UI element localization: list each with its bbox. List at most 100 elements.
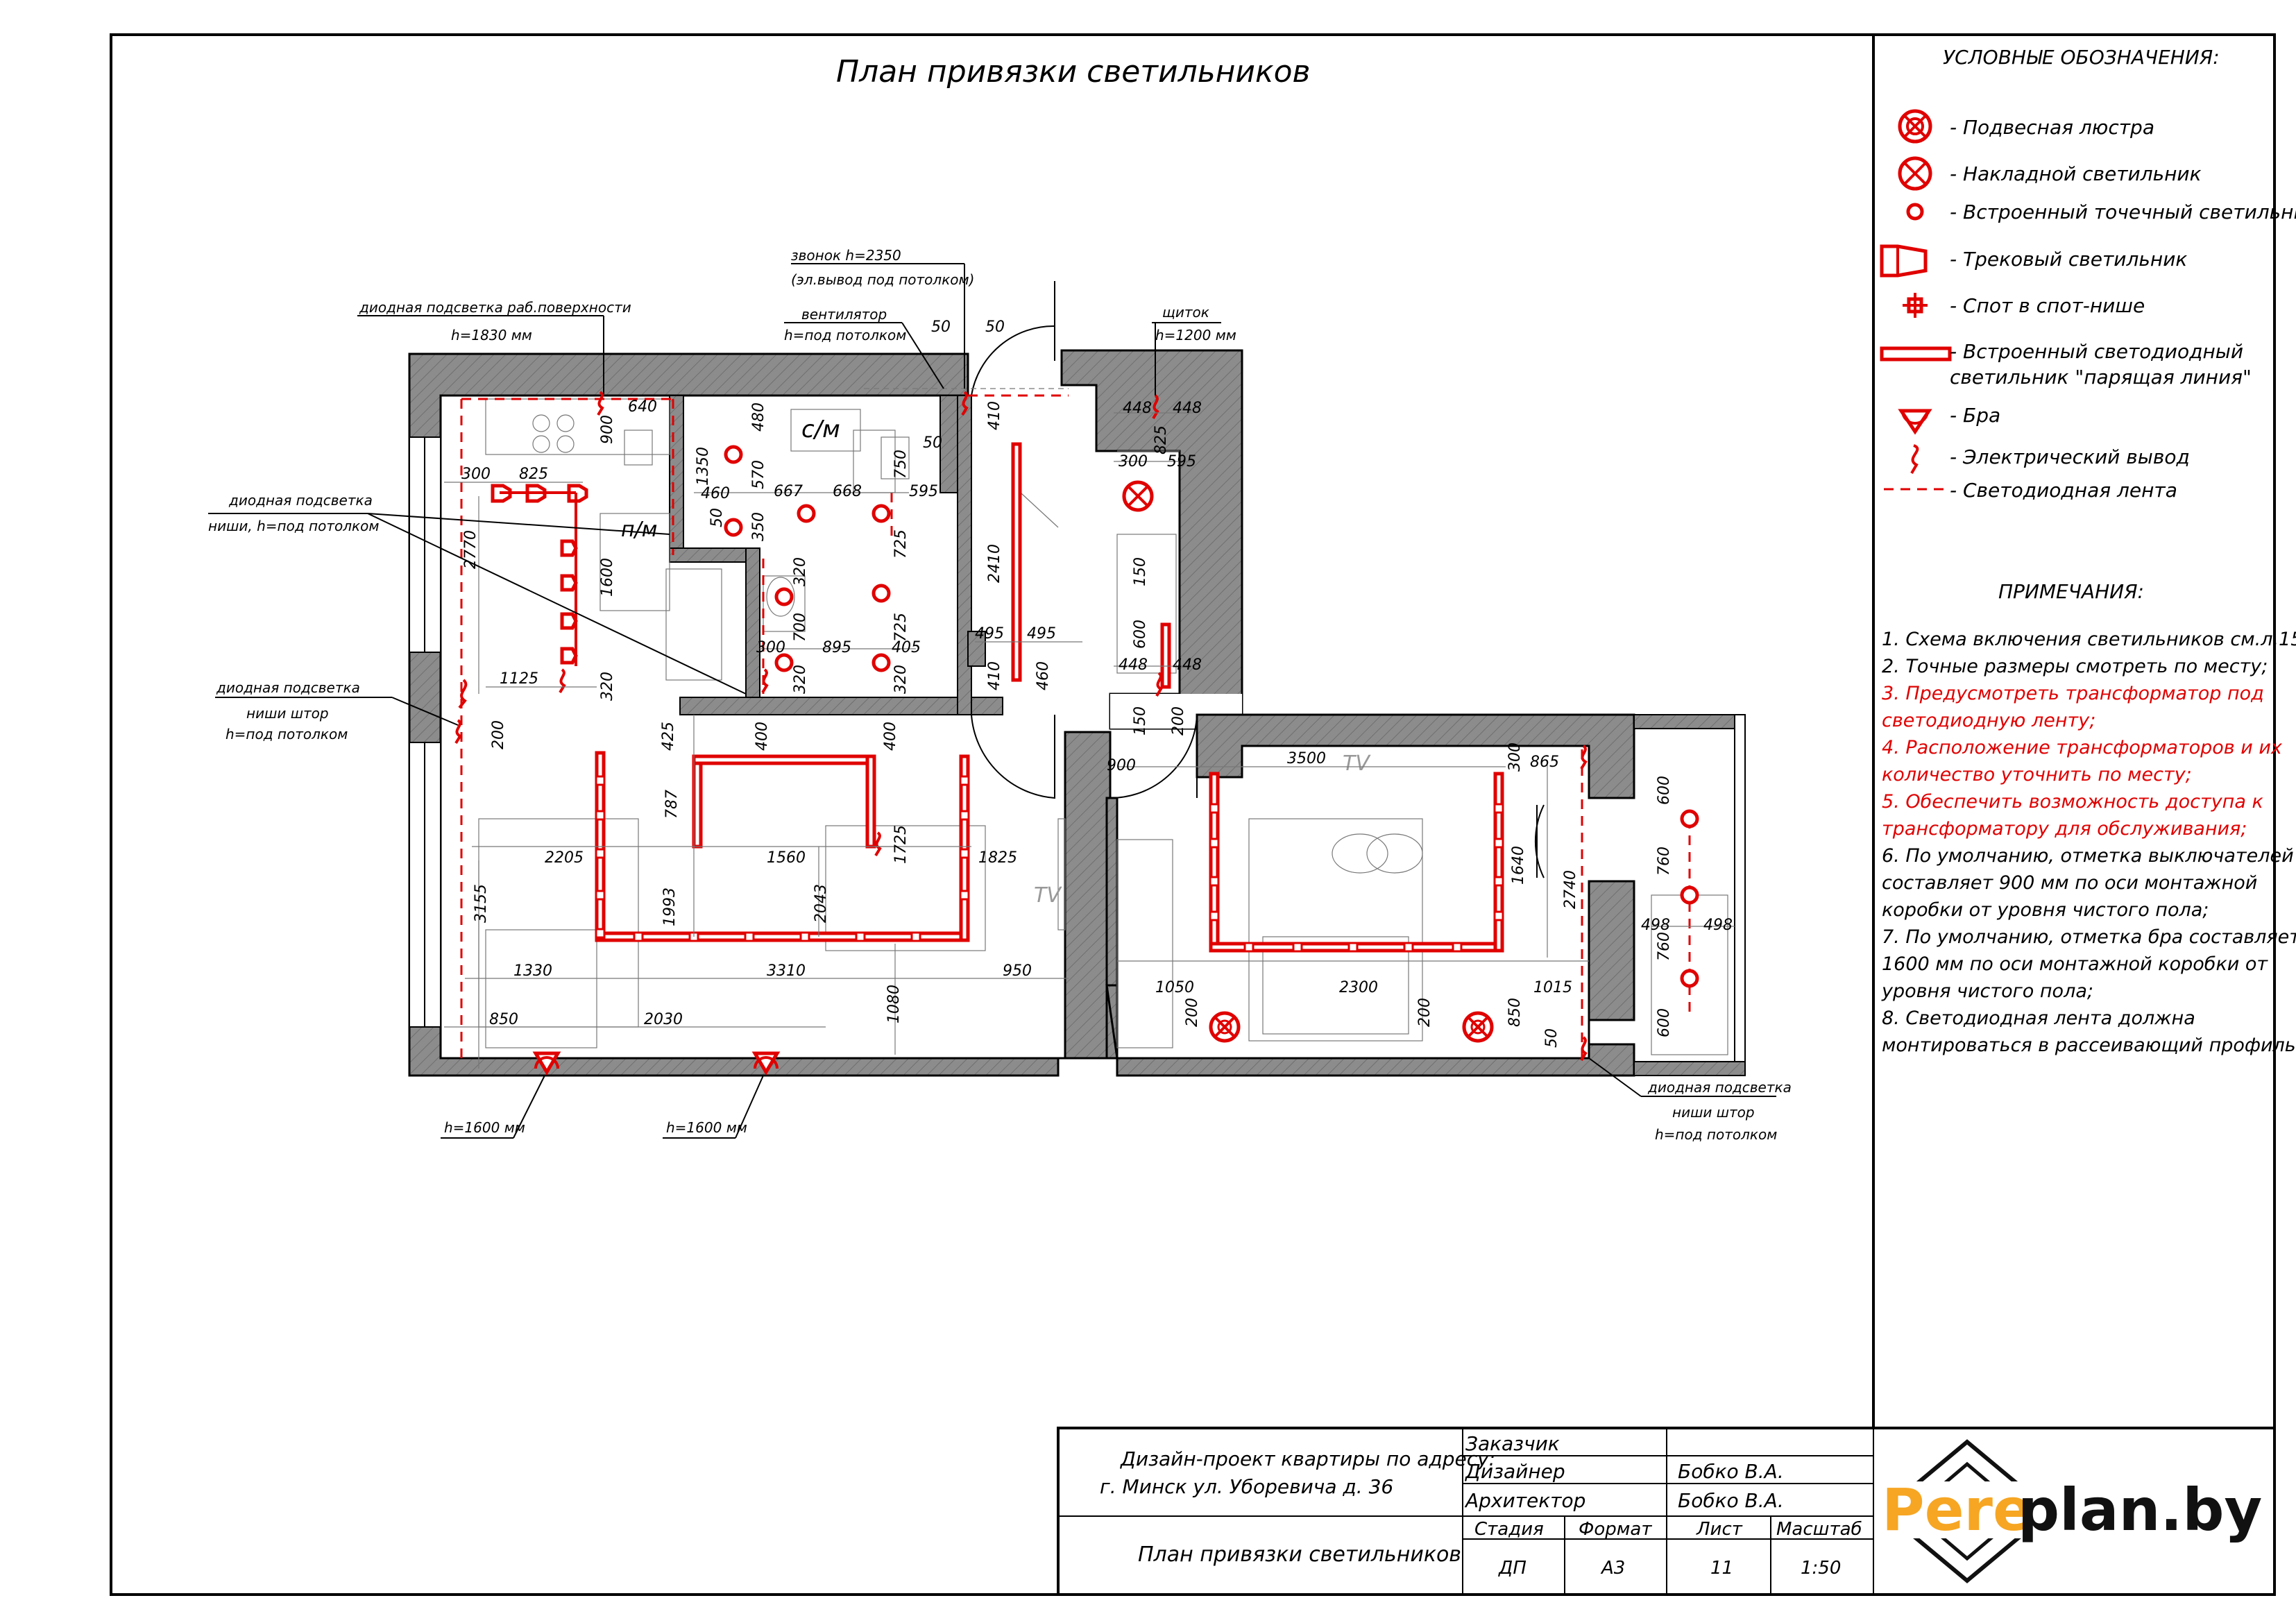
track-light-icon: [1880, 244, 1928, 278]
sheet-title: План привязки светильников: [1138, 1543, 1461, 1567]
dim-570: 570: [750, 460, 767, 489]
dim-2740: 2740: [1562, 870, 1579, 909]
callout-bell-1: звонок h=2350: [791, 247, 901, 264]
dim-300-b: 300: [756, 639, 785, 656]
sconces: [532, 1051, 781, 1076]
scale-label: Масштаб: [1776, 1519, 1862, 1540]
niche-spot-icon: [633, 931, 644, 942]
niche-spot-icon: [1493, 838, 1504, 849]
dim-3155: 3155: [473, 884, 490, 923]
note-line: светодиодную ленту;: [1882, 710, 2095, 731]
niche-spot-icon: [595, 848, 606, 859]
legend-item-4: - Спот в спот-нише: [1950, 294, 2145, 317]
legend-item-7: - Бра: [1950, 404, 2000, 427]
bedroom-surface-light-right: [1462, 1011, 1494, 1043]
callout-work-surface-2: h=1830 мм: [451, 327, 532, 343]
dim-600-b: 600: [1656, 776, 1673, 805]
dim-200-a: 200: [490, 720, 507, 749]
note-line: 5. Обеспечить возможность доступа к: [1882, 791, 2263, 813]
dim-950: 950: [1003, 962, 1032, 980]
dim-50-a: 50: [708, 508, 726, 527]
callout-curtain-2: ниши штор: [246, 705, 329, 722]
callout-curtain-b2: ниши штор: [1672, 1104, 1755, 1121]
dim-595-a: 595: [909, 483, 938, 500]
niche-spot-icon: [799, 931, 810, 942]
note-line: монтироваться в рассеивающий профиль.: [1882, 1035, 2296, 1056]
niche-spots: [595, 775, 1504, 953]
niche-spot-icon: [595, 890, 606, 901]
pendant-chandelier-icon: [1898, 109, 1932, 144]
dim-760-b: 760: [1656, 932, 1673, 961]
electrical-outlets: [454, 391, 1588, 1062]
niche-spot-icon: [1903, 293, 1928, 318]
furniture: [478, 388, 1728, 1055]
callout-panel-2: h=1200 мм: [1155, 327, 1236, 343]
dim-760-a: 760: [1656, 847, 1673, 876]
callout-curtain-b1: диодная подсветка: [1647, 1079, 1792, 1096]
niche-spot-icon: [1493, 803, 1504, 814]
niche-spot-icon: [1493, 876, 1504, 887]
dim-1825: 1825: [978, 849, 1017, 867]
niche-spot-icon: [744, 931, 755, 942]
callouts: диодная подсветка раб.поверхности h=1830…: [208, 247, 1792, 1143]
dim-750: 750: [892, 450, 910, 479]
dim-300-d: 300: [1506, 742, 1524, 772]
recessed-spot-icon: [1906, 203, 1924, 221]
niche-spot-icon: [1209, 910, 1220, 921]
logo-text-plan: plan.by: [2018, 1476, 2262, 1544]
room-label-wc: с/м: [801, 416, 840, 443]
dim-320-a: 320: [599, 672, 616, 701]
note-line: 2. Точные размеры смотреть по месту;: [1882, 656, 2268, 677]
dimension-lines: [444, 412, 1735, 1069]
scale-value: 1:50: [1801, 1558, 1841, 1579]
dim-1050: 1050: [1155, 979, 1194, 996]
niche-spot-icon: [1403, 942, 1414, 953]
note-line: количество уточнить по месту;: [1882, 764, 2192, 785]
niche-spot-icon: [959, 810, 970, 821]
dim-725-a: 725: [892, 529, 910, 559]
stage-value: ДП: [1498, 1558, 1527, 1579]
designer-label: Дизайнер: [1464, 1460, 1565, 1483]
dim-1993: 1993: [661, 887, 679, 926]
niche-spot-icon: [1209, 838, 1220, 849]
dim-200-b: 200: [1170, 706, 1187, 736]
format-value: А3: [1600, 1558, 1625, 1579]
niche-spot-icon: [595, 928, 606, 939]
dim-495-b: 495: [1027, 625, 1056, 643]
niche-spot-icon: [595, 775, 606, 786]
legend-item-1: - Накладной светильник: [1950, 162, 2202, 185]
note-line: 6. По умолчанию, отметка выключателей: [1882, 845, 2294, 867]
dim-448-d: 448: [1173, 656, 1202, 674]
dim-320-c: 320: [792, 665, 809, 694]
dim-1350: 1350: [695, 447, 712, 486]
page-title: План привязки светильников: [836, 54, 1310, 90]
dim-300-a: 300: [461, 466, 491, 483]
legend: УСЛОВНЫЕ ОБОЗНАЧЕНИЯ: - Подвесная люстра…: [1880, 46, 2296, 502]
dim-350: 350: [750, 512, 767, 541]
dim-668: 668: [833, 483, 862, 500]
dim-498-b: 498: [1703, 917, 1733, 934]
dim-50-e: 50: [1543, 1028, 1561, 1048]
note-line: составляет 900 мм по оси монтажной: [1882, 872, 2257, 894]
niche-spot-icon: [855, 931, 866, 942]
note-line: трансформатору для обслуживания;: [1882, 818, 2247, 840]
project-line-1: Дизайн-проект квартиры по адресу:: [1119, 1447, 1495, 1470]
callout-curtain-b3: h=под потолком: [1655, 1126, 1777, 1143]
dim-787: 787: [663, 790, 681, 819]
dim-50-d: 50: [923, 434, 942, 452]
pereplan-logo: Pere plan.by: [1877, 1439, 2265, 1583]
dim-150-b: 150: [1132, 706, 1149, 736]
dim-1330: 1330: [513, 962, 552, 980]
dim-1015: 1015: [1533, 979, 1572, 996]
dim-895: 895: [822, 639, 851, 656]
niche-spot-icon: [1209, 803, 1220, 814]
led-strips: [460, 394, 1691, 1058]
dim-595-b: 595: [1167, 453, 1196, 470]
dim-320-d: 320: [892, 665, 910, 694]
dim-410-a: 410: [986, 401, 1003, 430]
dim-460-b: 460: [1035, 661, 1052, 690]
floating-line-icon: [1880, 346, 1952, 362]
dim-400-a: 400: [754, 722, 771, 751]
dim-725-b: 725: [892, 613, 910, 642]
stage-label: Стадия: [1474, 1519, 1544, 1540]
